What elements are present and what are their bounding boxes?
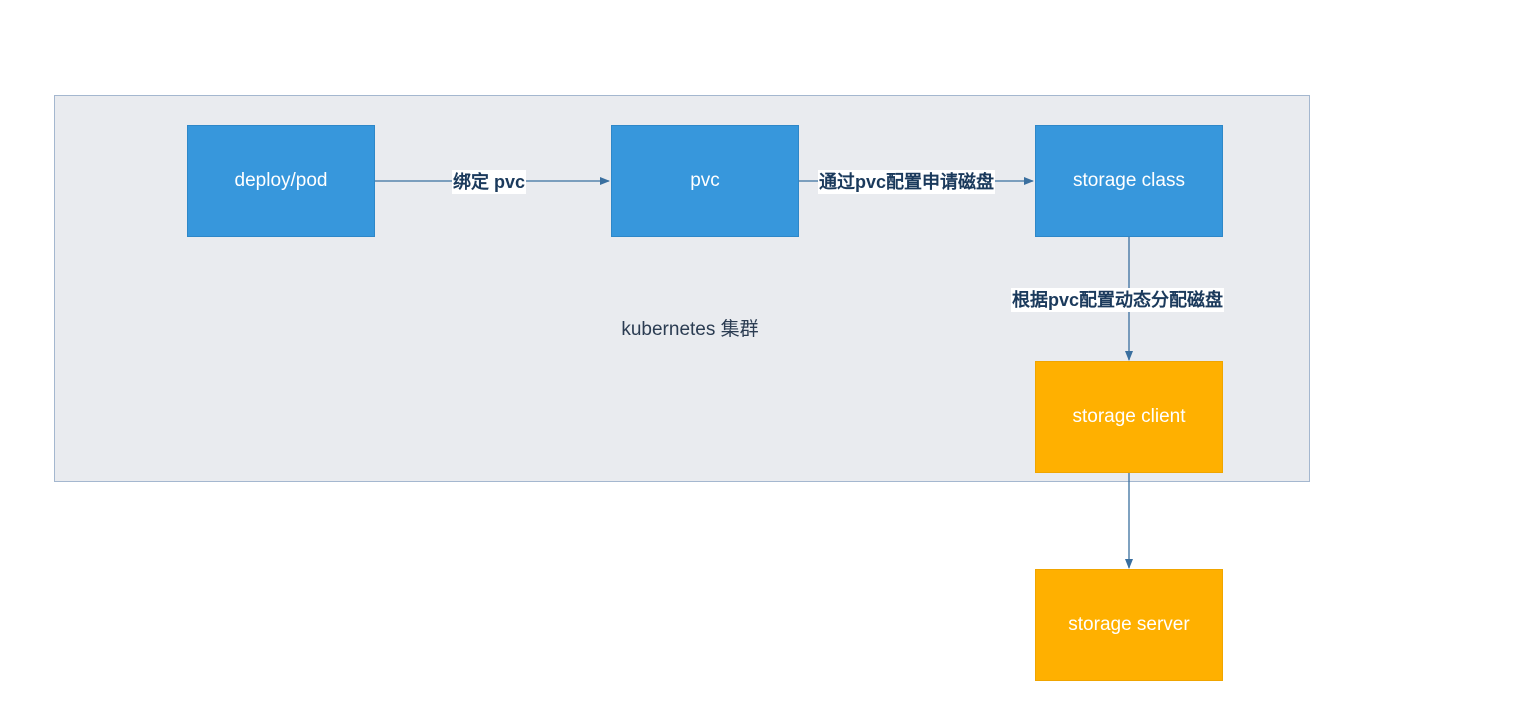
node-pvc-label: pvc (690, 170, 720, 191)
node-deploy-pod-label: deploy/pod (234, 170, 328, 191)
cluster-label: kubernetes 集群 (621, 319, 759, 340)
node-deploy-pod[interactable]: deploy/pod (187, 125, 375, 237)
node-storage-server-label: storage server (1068, 614, 1190, 635)
node-storage-client[interactable]: storage client (1035, 361, 1223, 473)
edge-label-bind-pvc: 绑定 pvc (452, 170, 527, 194)
node-storage-class-label: storage class (1073, 170, 1185, 191)
node-pvc[interactable]: pvc (611, 125, 799, 237)
node-storage-server[interactable]: storage server (1035, 569, 1223, 681)
edge-label-request-disk: 通过pvc配置申请磁盘 (818, 170, 996, 194)
edge-label-allocate-disk: 根据pvc配置动态分配磁盘 (1011, 288, 1225, 312)
node-storage-class[interactable]: storage class (1035, 125, 1223, 237)
node-storage-client-label: storage client (1072, 406, 1186, 427)
